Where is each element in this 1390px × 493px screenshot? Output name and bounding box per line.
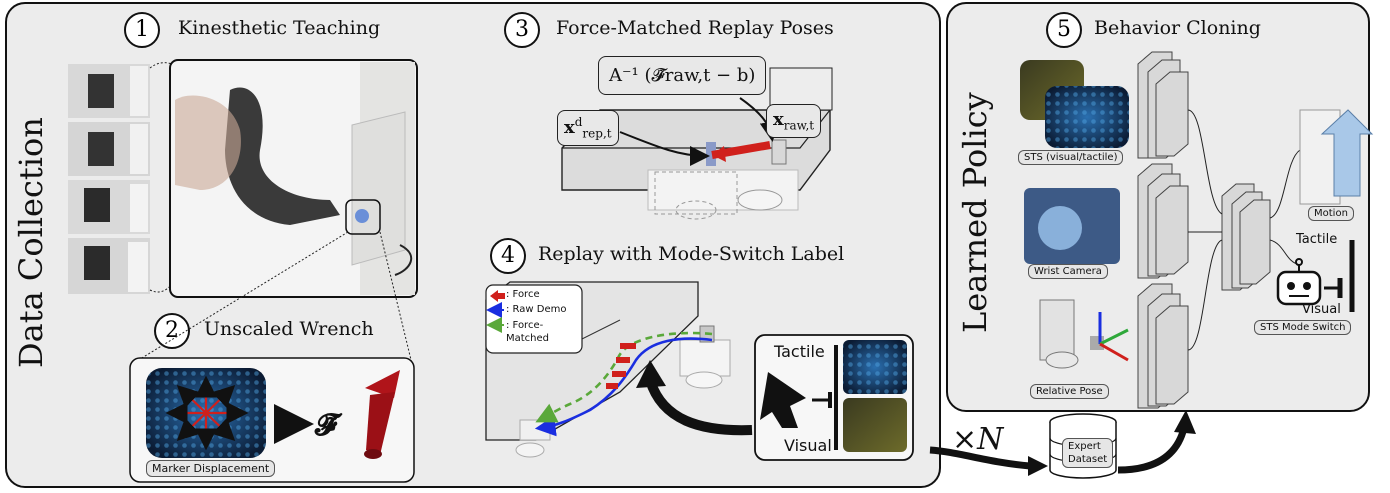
step-3-title: Force-Matched Replay Poses	[556, 17, 834, 39]
output-motion-tag: Motion	[1308, 206, 1354, 221]
step-5-title: Behavior Cloning	[1094, 17, 1261, 39]
step-2-badge: 2	[154, 313, 190, 349]
wrench-symbol: 𝓕̃	[315, 408, 338, 443]
formula-box: A⁻¹ (𝓕̃raw,t − b)	[598, 56, 767, 95]
input-wrist-camera-tag: Wrist Camera	[1028, 264, 1108, 279]
output-visual-label: Visual	[1302, 302, 1341, 317]
input-relative-pose-tag: Relative Pose	[1030, 384, 1109, 399]
replay-poses-drawing	[561, 67, 833, 220]
wrench-arrow-icon	[364, 370, 400, 459]
output-tactile-label: Tactile	[1296, 232, 1338, 247]
x-rep-label: xdrep,t	[557, 110, 619, 146]
demo-thumbnails	[68, 64, 150, 294]
step-2-title: Unscaled Wrench	[204, 318, 374, 340]
mode-tactile-label: Tactile	[774, 342, 825, 361]
legend-force: : Force	[506, 289, 540, 300]
mode-visual-label: Visual	[784, 436, 832, 455]
expert-dataset-tag: Expert Dataset	[1062, 438, 1114, 468]
step-5-badge: 5	[1046, 12, 1082, 48]
step-1-title: Kinesthetic Teaching	[178, 17, 381, 39]
motion-arrow-icon	[1320, 109, 1374, 197]
formula-text: A⁻¹ (𝓕̃raw,t − b)	[609, 65, 756, 86]
displacement-arrows	[165, 375, 249, 451]
step-4-title: Replay with Mode-Switch Label	[538, 243, 845, 265]
times-n-label: ×N	[952, 422, 1004, 457]
step-1-badge: 1	[124, 12, 160, 48]
x-raw-label: xraw,t	[766, 104, 822, 138]
input-sts-tag: STS (visual/tactile)	[1018, 150, 1124, 165]
legend-raw-demo: : Raw Demo	[506, 304, 567, 315]
marker-displacement-tag: Marker Displacement	[146, 460, 276, 477]
robot-icon	[1276, 258, 1322, 306]
step-3-badge: 3	[504, 12, 540, 48]
legend-force-matched: : Force- Matched	[506, 320, 550, 344]
encoder-blocks	[1137, 51, 1271, 409]
hand-icon	[760, 372, 806, 428]
step-4-badge: 4	[490, 238, 526, 274]
output-sts-mode-switch-tag: STS Mode Switch	[1254, 320, 1352, 335]
